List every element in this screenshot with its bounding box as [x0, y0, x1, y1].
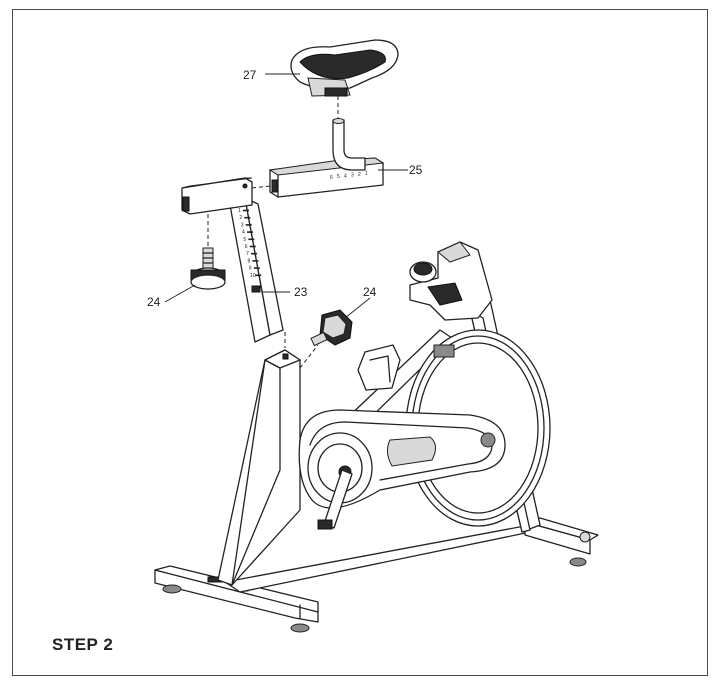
- seat-post-scale-number: 8: [247, 258, 250, 264]
- saddle: [290, 39, 399, 97]
- callout-labels: 27 25 23 24 24: [147, 68, 423, 309]
- seat-post-scale-number: 10: [250, 273, 256, 279]
- seat-post-carriage: [181, 177, 253, 215]
- seat-slider-scale-number: 3: [351, 173, 354, 179]
- seat-post-scale-number: 1: [238, 208, 241, 214]
- knob-right: [310, 309, 353, 347]
- knob-left: [190, 247, 226, 290]
- seat-post-scale-number: 7: [246, 251, 249, 257]
- seat-post-scale-number: 6: [245, 244, 248, 250]
- callout-saddle: 27: [243, 68, 257, 82]
- callout-knob-left: 24: [147, 295, 161, 309]
- seat-slider-scale-number: 2: [358, 172, 361, 178]
- seat-slider-scale-number: 1: [365, 171, 368, 177]
- base-tube: [224, 517, 599, 593]
- leader-lines: [164, 73, 408, 319]
- seat-slider-scale-number: 4: [344, 173, 347, 179]
- seat-post-scale-number: 4: [242, 230, 245, 236]
- callout-knob-right: 24: [363, 285, 377, 299]
- seat-slider-scale-number: 6: [330, 175, 333, 181]
- seat-post-scale-number: 3: [241, 222, 244, 228]
- crank-arm: [317, 469, 353, 530]
- step-label: STEP 2: [52, 635, 114, 654]
- seat-post-scale-number: 2: [239, 215, 242, 221]
- belt-cover: [298, 409, 506, 509]
- seat-tube: [217, 349, 301, 586]
- callout-seat-slider: 25: [409, 163, 423, 177]
- handlebar-head: [409, 241, 493, 358]
- seat-slider-scale-number: 5: [337, 174, 340, 180]
- seat-post-scale-number: 5: [243, 237, 246, 243]
- seat-post-scale-number: 9: [249, 266, 252, 272]
- assembly-guides: [207, 96, 339, 369]
- bottle-holder: [357, 344, 401, 391]
- callout-seat-post: 23: [294, 285, 308, 299]
